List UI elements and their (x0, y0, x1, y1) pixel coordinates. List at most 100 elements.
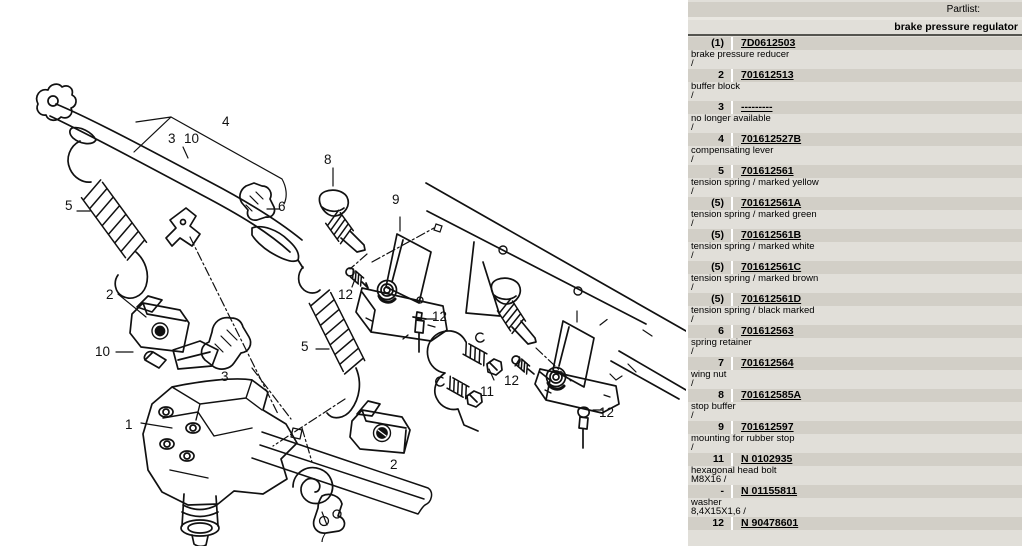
part-position: 2 (688, 69, 733, 82)
part-position: 8 (688, 389, 733, 402)
part-position: 12 (688, 517, 733, 530)
part-description: / (688, 347, 1022, 356)
diagram-callout-8[interactable]: 8 (324, 152, 332, 167)
partlist-subtitle: brake pressure regulator (688, 20, 1022, 36)
part-description: brake pressure reducer (688, 50, 1022, 59)
part-description: / (688, 411, 1022, 420)
part-description: tension spring / marked white (688, 242, 1022, 251)
diagram-callout-3[interactable]: 3 (221, 369, 229, 384)
part-description: / (688, 251, 1022, 260)
diagram-callout-7[interactable]: 7 (319, 530, 327, 545)
part-description: buffer block (688, 82, 1022, 91)
coil-shape (308, 289, 366, 375)
diagram-callout-10[interactable]: 10 (95, 344, 110, 359)
part-position: 9 (688, 421, 733, 434)
part-description: / (688, 443, 1022, 452)
part-position: (5) (688, 261, 733, 274)
part-number-link[interactable]: 701612563 (741, 325, 794, 337)
part-position: (1) (688, 37, 733, 50)
part-position: 4 (688, 133, 733, 146)
part-position: (5) (688, 197, 733, 210)
part-number-link[interactable]: 7D0612503 (741, 37, 796, 49)
part-number-link[interactable]: 701612564 (741, 357, 794, 369)
partlist-entry: 12 N 90478601 (688, 517, 1022, 530)
part-description: no longer available (688, 114, 1022, 123)
part-description: mounting for rubber stop (688, 434, 1022, 443)
diagram-callout-9[interactable]: 9 (392, 192, 400, 207)
part-description: / (688, 155, 1022, 164)
part-number-link[interactable]: N 0102935 (741, 453, 793, 465)
diagram-callout-11[interactable]: 11 (480, 384, 494, 399)
part-description: washer (688, 498, 1022, 507)
part-description: hexagonal head bolt (688, 466, 1022, 475)
partlist-entry: 3---------no longer available/ (688, 101, 1022, 132)
part-number-link[interactable]: 701612585A (741, 389, 802, 401)
diagram-callout-4[interactable]: 4 (222, 114, 230, 129)
diagram-callout-1[interactable]: 1 (125, 417, 133, 432)
diagram-callout-2[interactable]: 2 (390, 457, 398, 472)
part-number-link[interactable]: 701612561B (741, 229, 802, 241)
diagram-callout-12[interactable]: 12 (504, 373, 519, 388)
part-description: tension spring / marked green (688, 210, 1022, 219)
partlist-panel: Partlist: brake pressure regulator (1)7D… (686, 0, 1022, 546)
part-description: M8X16 / (688, 475, 1022, 484)
part-number-link[interactable]: 701612513 (741, 69, 794, 81)
leader-lines (76, 116, 653, 526)
part-number-link[interactable]: N 01155811 (741, 485, 798, 497)
part-number-link[interactable]: 701612597 (741, 421, 794, 433)
coil-shape (462, 341, 488, 367)
diagram-callout-5[interactable]: 5 (65, 198, 73, 213)
coil-shape (515, 356, 531, 375)
part-position: 5 (688, 165, 733, 178)
diagram-callout-6[interactable]: 6 (278, 199, 286, 214)
coil-shape (446, 375, 470, 400)
diagram-callout-2[interactable]: 2 (106, 287, 114, 302)
part-number-link[interactable]: 701612561C (741, 261, 802, 273)
part-description: / (688, 59, 1022, 68)
diagram-callout-3[interactable]: 3 (168, 131, 176, 146)
part-position: 3 (688, 101, 733, 114)
part-number-link[interactable]: 701612561A (741, 197, 802, 209)
part-number-link[interactable]: 701612527B (741, 133, 802, 145)
coil-shape (496, 297, 527, 335)
diagram-callout-12[interactable]: 12 (432, 309, 447, 324)
diagram-callout-10[interactable]: 10 (184, 131, 199, 146)
partlist-header-gap (688, 17, 1022, 20)
diagram-linework (35, 83, 686, 546)
part-position: 11 (688, 453, 733, 466)
part-number-link[interactable]: 701612561D (741, 293, 802, 305)
part-number-link[interactable]: --------- (741, 101, 773, 113)
coil-shape (80, 179, 148, 261)
part-description: wing nut (688, 370, 1022, 379)
diagram-callout-5[interactable]: 5 (301, 339, 309, 354)
part-number-link[interactable]: 701612561 (741, 165, 794, 177)
part-description: / (688, 219, 1022, 228)
part-description: / (688, 283, 1022, 292)
part-description: / (688, 315, 1022, 324)
part-description: / (688, 91, 1022, 100)
part-number-link[interactable]: N 90478601 (741, 517, 799, 529)
part-description: / (688, 379, 1022, 388)
part-position: 6 (688, 325, 733, 338)
coil-shape (349, 268, 365, 287)
part-description: 8,4X15X1,6 / (688, 507, 1022, 516)
diagram-callout-12[interactable]: 12 (599, 405, 614, 420)
centerlines (189, 227, 610, 463)
part-description: / (688, 187, 1022, 196)
diagram-callout-12[interactable]: 12 (338, 287, 353, 302)
